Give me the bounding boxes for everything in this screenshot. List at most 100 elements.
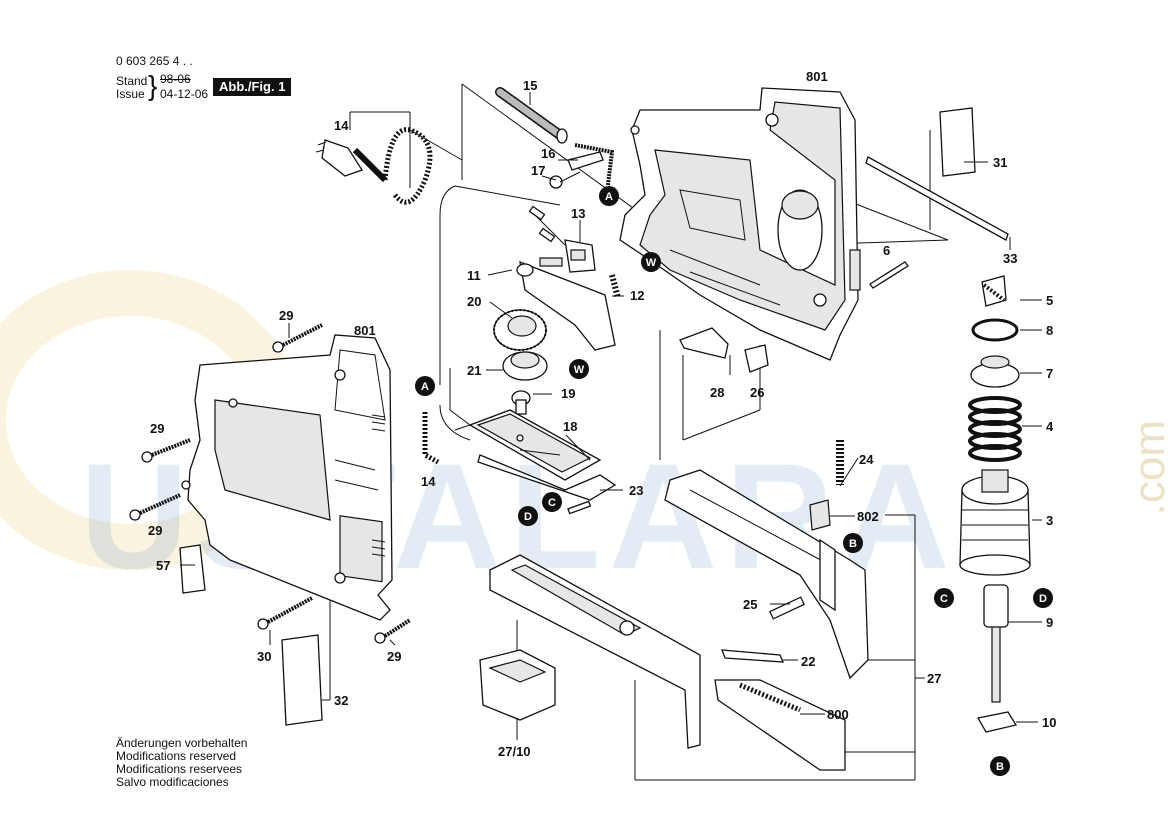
label-7: 7 bbox=[1046, 366, 1053, 381]
svg-text:C: C bbox=[548, 497, 556, 509]
wire-lead bbox=[422, 412, 440, 465]
bolt-5 bbox=[981, 275, 1007, 307]
label-800: 800 bbox=[827, 707, 849, 722]
connector-c-right: C bbox=[934, 588, 954, 608]
label-29-left2: 29 bbox=[148, 523, 162, 538]
footer-line-3: Modifications reservees bbox=[116, 762, 243, 776]
housing-left bbox=[181, 334, 393, 621]
brace-symbol: } bbox=[148, 70, 158, 101]
svg-text:A: A bbox=[605, 191, 613, 203]
label-14-wire: 14 bbox=[421, 474, 436, 489]
screw-29-left1 bbox=[141, 438, 191, 463]
power-cord bbox=[315, 127, 433, 205]
label-33: 33 bbox=[1003, 251, 1017, 266]
svg-text:W: W bbox=[574, 364, 585, 376]
label-18: 18 bbox=[563, 419, 577, 434]
connector-b-mid: B bbox=[843, 533, 863, 553]
cap-7 bbox=[970, 355, 1020, 388]
drive-stack bbox=[959, 275, 1031, 733]
connector-a-left: A bbox=[415, 376, 435, 396]
connector-c-mid: C bbox=[542, 492, 562, 512]
magazine-base bbox=[479, 554, 701, 749]
strips bbox=[865, 156, 1009, 289]
label-20: 20 bbox=[467, 294, 481, 309]
label-3: 3 bbox=[1046, 513, 1053, 528]
label-16: 16 bbox=[541, 146, 555, 161]
label-15: 15 bbox=[523, 78, 537, 93]
label-12: 12 bbox=[630, 288, 644, 303]
label-801-left: 801 bbox=[354, 323, 376, 338]
screws bbox=[129, 323, 412, 644]
screw-29-bottom bbox=[374, 618, 412, 644]
housing-left-vents bbox=[371, 414, 386, 557]
label-17: 17 bbox=[531, 163, 545, 178]
label-5: 5 bbox=[1046, 293, 1053, 308]
coil-3 bbox=[959, 469, 1031, 576]
label-24: 24 bbox=[859, 452, 874, 467]
label-10: 10 bbox=[1042, 715, 1056, 730]
stand-date: 98-06 bbox=[160, 72, 191, 86]
label-802: 802 bbox=[857, 509, 879, 524]
housing-top bbox=[619, 87, 861, 361]
connector-b-bottom: B bbox=[990, 756, 1010, 776]
label-30: 30 bbox=[257, 649, 271, 664]
label-11: 11 bbox=[467, 268, 481, 283]
label-32: 32 bbox=[334, 693, 348, 708]
connector-d-mid: D bbox=[518, 506, 538, 526]
screw-29-top bbox=[272, 323, 323, 353]
label-19: 19 bbox=[561, 386, 575, 401]
issue-date: 04-12-06 bbox=[160, 87, 209, 101]
plunger-9 bbox=[983, 584, 1009, 703]
svg-text:D: D bbox=[1039, 593, 1047, 605]
label-6: 6 bbox=[883, 243, 890, 258]
cord-protector bbox=[495, 87, 568, 144]
label-57: 57 bbox=[156, 558, 170, 573]
label-13: 13 bbox=[571, 206, 585, 221]
part-number: 0 603 265 4 . . bbox=[116, 54, 193, 68]
svg-text:C: C bbox=[940, 593, 948, 605]
label-26: 26 bbox=[750, 385, 764, 400]
label-14-cord: 14 bbox=[334, 118, 349, 133]
cord-clip bbox=[549, 143, 615, 189]
magazine-guide bbox=[664, 469, 869, 680]
spring-24 bbox=[809, 440, 844, 531]
svg-text:A: A bbox=[421, 381, 429, 393]
leader-lines bbox=[180, 92, 1042, 723]
svg-text:D: D bbox=[524, 511, 532, 523]
label-29-top: 29 bbox=[279, 308, 293, 323]
label-22: 22 bbox=[801, 654, 815, 669]
footer-line-1: Änderungen vorbehalten bbox=[116, 736, 248, 750]
footer-line-2: Modifications reserved bbox=[116, 749, 237, 763]
connector-d-right: D bbox=[1033, 588, 1053, 608]
label-plates bbox=[179, 107, 976, 726]
label-9: 9 bbox=[1046, 615, 1053, 630]
bracket-parts bbox=[679, 327, 769, 373]
label-25: 25 bbox=[743, 597, 757, 612]
electronics-board bbox=[439, 368, 617, 515]
label-27-10: 27/10 bbox=[498, 744, 531, 759]
label-8: 8 bbox=[1046, 323, 1053, 338]
label-29-left1: 29 bbox=[150, 421, 164, 436]
label-29-bottom: 29 bbox=[387, 649, 401, 664]
adjustment-dial bbox=[493, 309, 548, 415]
footer-line-4: Salvo modificaciones bbox=[116, 775, 229, 789]
switch-assembly bbox=[516, 205, 621, 351]
svg-text:B: B bbox=[996, 761, 1004, 773]
spring-4 bbox=[968, 396, 1022, 462]
screw-29-left2 bbox=[129, 493, 181, 521]
connector-a-top: A bbox=[599, 186, 619, 206]
label-4: 4 bbox=[1046, 419, 1054, 434]
svg-text:B: B bbox=[849, 538, 857, 550]
part-number-labels: 15 14 16 17 13 11 12 20 21 19 18 23 14 8… bbox=[148, 69, 1056, 759]
label-28: 28 bbox=[710, 385, 724, 400]
figure-badge: Abb./Fig. 1 bbox=[213, 78, 292, 96]
label-31: 31 bbox=[993, 155, 1007, 170]
label-801-top: 801 bbox=[806, 69, 828, 84]
connector-w-mid: W bbox=[569, 359, 589, 379]
svg-text:W: W bbox=[646, 257, 657, 269]
pusher-spring bbox=[714, 649, 846, 771]
connector-markers: A W W A C D B C D B bbox=[415, 186, 1053, 776]
label-23: 23 bbox=[629, 483, 643, 498]
